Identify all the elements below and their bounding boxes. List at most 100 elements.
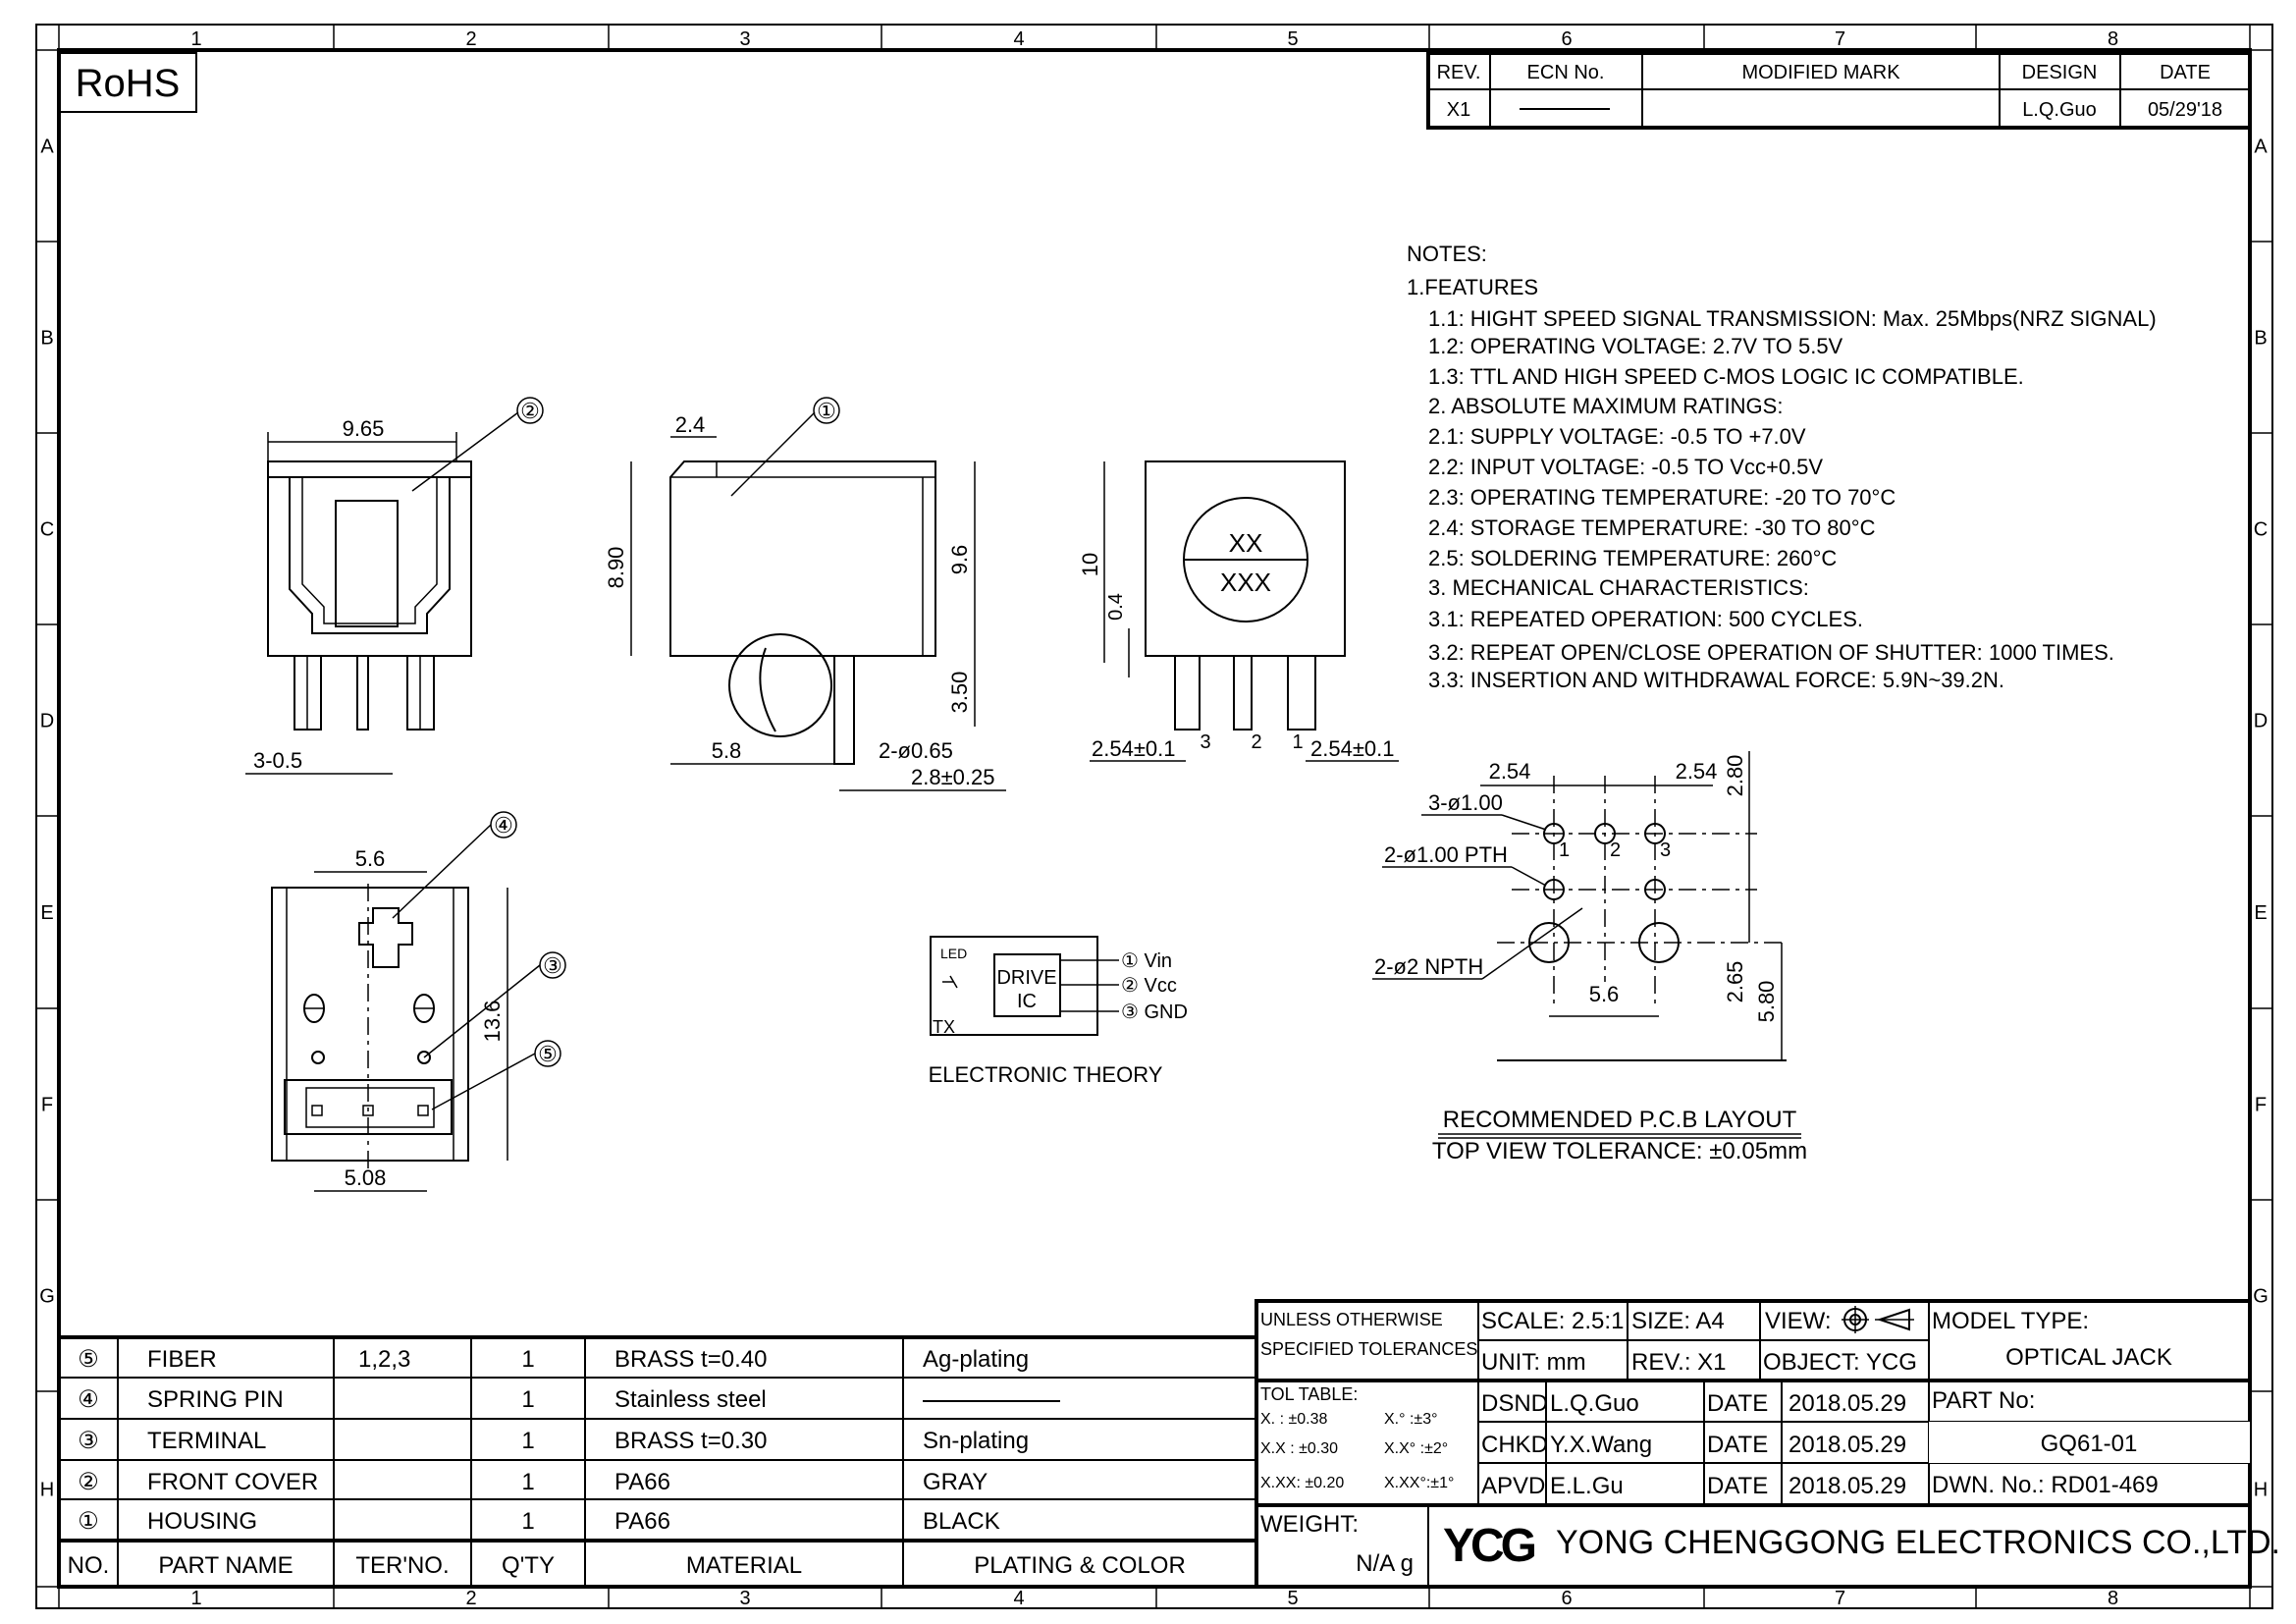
pin-3-label: 3 — [1200, 731, 1210, 753]
date-header: DATE — [2160, 62, 2211, 83]
design-header: DESIGN — [2022, 62, 2098, 83]
zone-column-label: 7 — [1835, 1588, 1845, 1609]
approval-date: 2018.05.29 — [1789, 1390, 1906, 1417]
bom-plating-color: Ag-plating — [923, 1346, 1029, 1373]
zone-column-label: 5 — [1287, 1588, 1298, 1609]
approval-role: DSND — [1481, 1390, 1548, 1417]
zone-row-label: B — [2254, 328, 2267, 350]
side-pitch-dim: 2.8±0.25 — [911, 765, 994, 789]
tol-table-title: TOL TABLE: — [1260, 1384, 1358, 1404]
note-line: 3.3: INSERTION AND WITHDRAWAL FORCE: 5.9… — [1428, 668, 2004, 692]
side-pin-length-dim: 3.50 — [947, 672, 972, 714]
zone-row-label: F — [2255, 1095, 2267, 1116]
part-no-value: GQ61-01 — [2041, 1431, 2138, 1457]
rev-header: REV. — [1437, 62, 1481, 83]
zone-row-label: E — [40, 902, 53, 924]
side-total-dim: 9.6 — [947, 545, 972, 575]
approval-name: Y.X.Wang — [1550, 1432, 1652, 1458]
zone-row-label: H — [2254, 1480, 2268, 1501]
pin-2-label: 2 — [1251, 731, 1261, 753]
zone-column-label: 3 — [739, 1588, 750, 1609]
bom-number: ③ — [78, 1428, 99, 1454]
zone-column-label: 6 — [1561, 28, 1572, 50]
ycg-logo-text: YCG — [1443, 1520, 1535, 1572]
zone-row-label: A — [2254, 136, 2268, 158]
pin-gnd-label: ③ GND — [1121, 1001, 1188, 1023]
zone-column-label: 5 — [1287, 28, 1298, 50]
bom-plating-color: GRAY — [923, 1469, 988, 1495]
zone-column-label: 1 — [190, 28, 201, 50]
zone-column-label: 6 — [1561, 1588, 1572, 1609]
design-value: L.Q.Guo — [2022, 99, 2097, 121]
front-pin-dim: 3-0.5 — [253, 748, 302, 773]
right-height-dim: 10 — [1078, 553, 1102, 576]
tolerance-note-1: UNLESS OTHERWISE — [1260, 1310, 1443, 1329]
pcb-total-depth-dim: 5.80 — [1754, 981, 1779, 1023]
bom-part-name: HOUSING — [147, 1508, 257, 1535]
ycg-logo: YCG — [1443, 1520, 1539, 1572]
title-block: UNLESS OTHERWISE SPECIFIED TOLERANCES SC… — [1255, 1299, 2280, 1589]
pcb-row-gap-dim: 2.80 — [1723, 755, 1747, 797]
rohs-label: RoHS — [76, 62, 181, 105]
notes: NOTES: 1.FEATURES 1.1: HIGHT SPEED SIGNA… — [1407, 242, 2157, 692]
approval-date-label: DATE — [1707, 1473, 1768, 1499]
front-width-dim: 9.65 — [343, 416, 385, 441]
led-label: LED — [940, 946, 967, 961]
pin-1-label: 1 — [1292, 731, 1303, 753]
note-line: 3.2: REPEAT OPEN/CLOSE OPERATION OF SHUT… — [1428, 640, 2114, 665]
pcb-npth-offset-dim: 2.65 — [1723, 961, 1747, 1003]
zone-column-label: 8 — [2108, 28, 2118, 50]
zone-column-label: 7 — [1835, 28, 1845, 50]
object-value: OBJECT: YCG — [1763, 1349, 1917, 1376]
note-line: 1.3: TTL AND HIGH SPEED C-MOS LOGIC IC C… — [1428, 364, 2024, 389]
pin-vcc-label: ② Vcc — [1121, 975, 1177, 997]
notes-title: NOTES: — [1407, 242, 1487, 266]
drawing-number: DWN. No.: RD01-469 — [1932, 1472, 2159, 1498]
zone-column-label: 1 — [190, 1588, 201, 1609]
zone-column-label: 2 — [465, 28, 476, 50]
bom-header: MATERIAL — [686, 1552, 802, 1579]
drive-label: DRIVE — [996, 967, 1056, 989]
tol-angular: X.° :±3° — [1384, 1411, 1437, 1428]
pcb-pitch-right-dim: 2.54 — [1676, 759, 1718, 784]
bottom-connector-dim: 5.08 — [345, 1165, 387, 1190]
electronic-theory-caption: ELECTRONIC THEORY — [929, 1062, 1163, 1087]
front-view: 9.65 3-0.5 ② — [245, 397, 544, 775]
note-line: 3. MECHANICAL CHARACTERISTICS: — [1428, 575, 1809, 600]
weight-label: WEIGHT: — [1260, 1511, 1359, 1538]
bom-quantity: 1 — [521, 1469, 534, 1495]
bom-material: Stainless steel — [614, 1386, 767, 1413]
bom-terminal-no: 1,2,3 — [358, 1346, 410, 1373]
right-view: XX XXX 10 0.4 2.54±0.1 3 2 1 2.54±0.1 — [1078, 460, 1399, 762]
approval-name: L.Q.Guo — [1550, 1390, 1639, 1417]
weight-value: N/A g — [1356, 1550, 1414, 1577]
bom-quantity: 1 — [521, 1508, 534, 1535]
pcb-npth-span-dim: 5.6 — [1589, 982, 1620, 1006]
view-label: VIEW: — [1765, 1308, 1832, 1334]
bom-part-name: SPRING PIN — [147, 1386, 284, 1413]
pcb-pitch-left-dim: 2.54 — [1489, 759, 1531, 784]
right-standoff-dim: 0.4 — [1105, 593, 1127, 621]
balloon-terminal: ③ — [543, 953, 562, 978]
bom-plating-color: BLACK — [923, 1508, 1000, 1535]
right-pitch-right-dim: 2.54±0.1 — [1310, 736, 1394, 761]
balloon-housing: ① — [817, 399, 836, 423]
zone-row-label: B — [40, 328, 53, 350]
bom-material: PA66 — [614, 1469, 670, 1495]
zone-row-label: D — [40, 711, 54, 732]
zone-column-label: 4 — [1013, 28, 1024, 50]
date-value: 05/29'18 — [2148, 99, 2222, 121]
bom-number: ⑤ — [78, 1346, 99, 1373]
zone-row-label: C — [2254, 519, 2268, 541]
model-type-value: OPTICAL JACK — [2005, 1344, 2172, 1371]
zone-column-label: 8 — [2108, 1588, 2118, 1609]
zone-row-label: F — [41, 1095, 53, 1116]
part-no-label: PART No: — [1932, 1387, 2035, 1414]
scale-value: SCALE: 2.5:1 — [1481, 1308, 1624, 1334]
zone-column-label: 2 — [465, 1588, 476, 1609]
size-value: SIZE: A4 — [1631, 1308, 1725, 1334]
zone-row-label: H — [40, 1480, 54, 1501]
zone-row-label: G — [39, 1286, 55, 1308]
